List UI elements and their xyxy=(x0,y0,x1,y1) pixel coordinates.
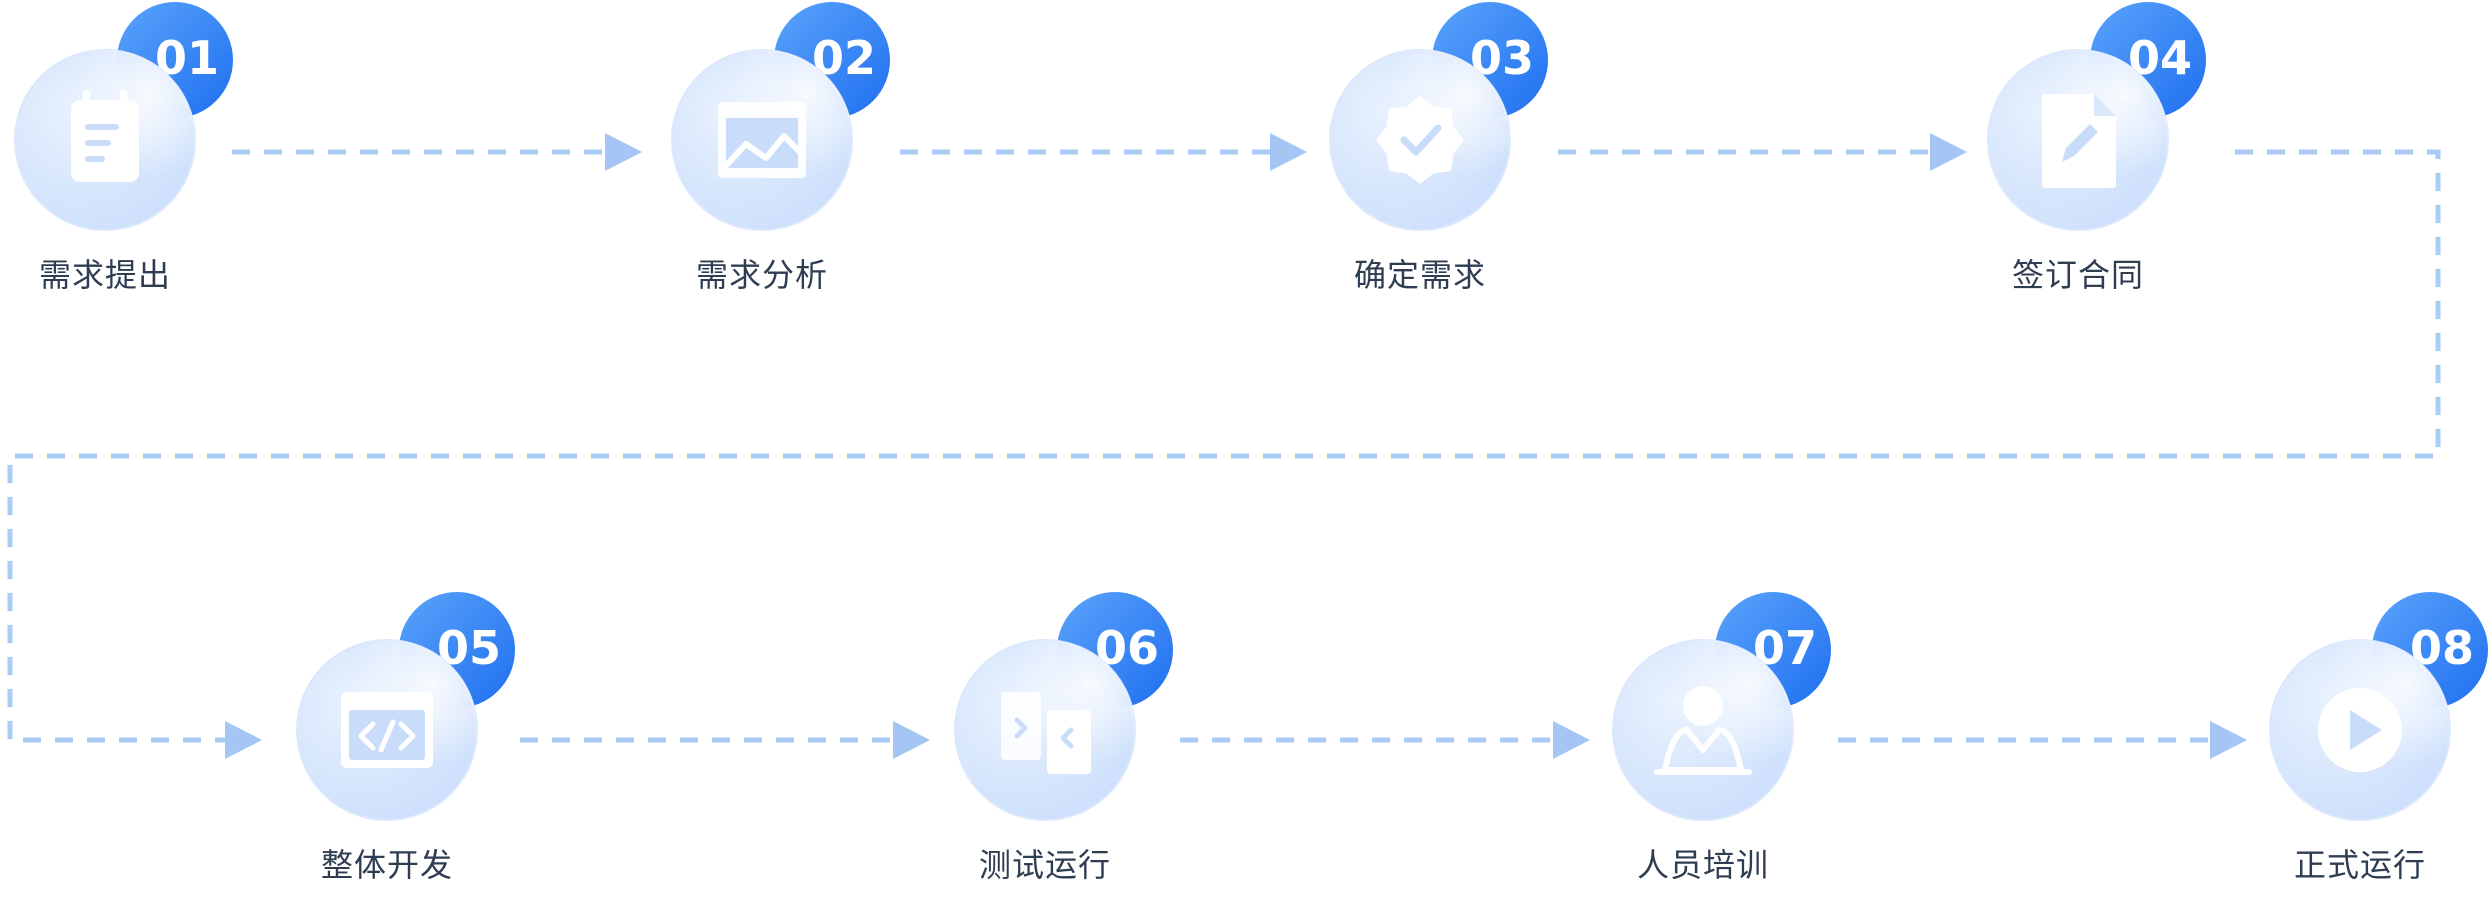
step-label: 签订合同 xyxy=(2011,256,2145,294)
chart-image-icon xyxy=(718,102,806,178)
step-label: 需求提出 xyxy=(38,256,172,294)
step-node-06: 06 xyxy=(954,592,1173,821)
step-label: 测试运行 xyxy=(978,846,1112,884)
step-label: 正式运行 xyxy=(2293,846,2427,884)
code-window-icon xyxy=(341,692,433,768)
arrow-head xyxy=(893,721,930,759)
notepad-icon xyxy=(71,90,139,182)
step-node-08: 08 xyxy=(2269,592,2488,821)
arrow-head xyxy=(605,133,642,171)
step-circle-gloss xyxy=(1613,640,1793,820)
step-circle-gloss xyxy=(955,640,1135,820)
step-node-05: 05 xyxy=(296,592,515,821)
connector-arrows xyxy=(225,133,2247,759)
arrow-head xyxy=(1270,133,1307,171)
step-node-03: 03 xyxy=(1329,2,1548,231)
arrow-head xyxy=(1930,133,1967,171)
step-label: 需求分析 xyxy=(695,256,829,294)
arrow-head xyxy=(2210,721,2247,759)
arrow-head xyxy=(225,721,262,759)
step-label: 确定需求 xyxy=(1353,256,1487,294)
step-node-02: 02 xyxy=(671,2,890,231)
step-label: 人员培训 xyxy=(1636,846,1770,884)
split-panels-icon xyxy=(1001,692,1091,774)
badge-check-icon xyxy=(1376,96,1464,184)
step-label: 整体开发 xyxy=(320,846,454,884)
step-node-01: 01 xyxy=(14,2,233,231)
person-icon xyxy=(1654,686,1752,775)
document-edit-icon xyxy=(2042,94,2116,188)
step-node-04: 04 xyxy=(1987,2,2206,231)
arrow-head xyxy=(1553,721,1590,759)
connector-4-5 xyxy=(7,149,2441,743)
dashed-connectors xyxy=(7,149,2441,743)
play-icon xyxy=(2318,688,2402,772)
step-node-07: 07 xyxy=(1612,592,1831,821)
